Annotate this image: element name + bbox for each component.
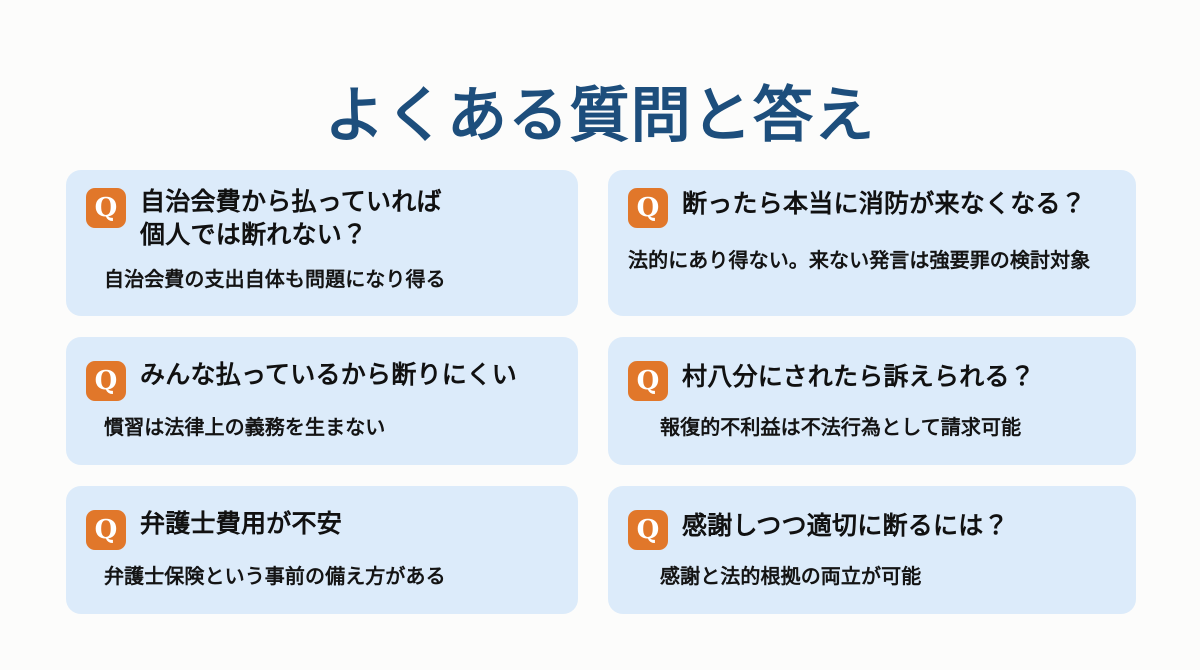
faq-answer-text: 報復的不利益は不法行為として請求可能 [660, 417, 1022, 439]
faq-question-text: 弁護士費用が不安 [140, 508, 342, 541]
faq-card[interactable]: Q 自治会費から払っていれば 個人では断れない？ 自治会費の支出自体も問題になり… [66, 170, 578, 316]
faq-card[interactable]: Q 感謝しつつ適切に断るには？ 感謝と法的根拠の両立が可能 [608, 486, 1136, 614]
page-title: よくある質問と答え [324, 82, 876, 150]
faq-card[interactable]: Q 断ったら本当に消防が来なくなる？ 法的にあり得ない。来ない発言は強要罪の検討… [608, 170, 1136, 316]
page-title-container: よくある質問と答え [0, 44, 1200, 189]
faq-card[interactable]: Q 村八分にされたら訴えられる？ 報復的不利益は不法行為として請求可能 [608, 337, 1136, 465]
faq-question-line: 弁護士費用が不安 [140, 510, 343, 538]
question-badge-icon: Q [86, 510, 126, 550]
faq-question-row: Q 感謝しつつ適切に断るには？ [628, 508, 1116, 550]
faq-question-row: Q 村八分にされたら訴えられる？ [628, 359, 1116, 401]
question-badge-icon: Q [628, 188, 668, 228]
faq-question-line: 断ったら本当に消防が来なくなる？ [682, 190, 1087, 218]
faq-question-text: 断ったら本当に消防が来なくなる？ [682, 186, 1086, 221]
faq-question-row: Q 弁護士費用が不安 [86, 508, 558, 550]
question-badge-icon: Q [86, 361, 126, 401]
faq-answer-text: 弁護士保険という事前の備え方がある [104, 566, 446, 588]
faq-answer-text: 法的にあり得ない。来ない発言は強要罪の検討対象 [628, 250, 1091, 272]
faq-question-line: 村八分にされたら訴えられる？ [682, 363, 1036, 391]
faq-card-grid: Q 自治会費から払っていれば 個人では断れない？ 自治会費の支出自体も問題になり… [66, 170, 1136, 614]
faq-question-text: 感謝しつつ適切に断るには？ [682, 508, 1009, 543]
faq-question-row: Q みんな払っているから断りにくい [86, 359, 558, 401]
faq-question-line: 感謝しつつ適切に断るには？ [682, 512, 1009, 540]
faq-question-text: 村八分にされたら訴えられる？ [682, 359, 1035, 394]
faq-question-text: 自治会費から払っていれば 個人では断れない？ [140, 186, 442, 252]
faq-card[interactable]: Q みんな払っているから断りにくい 慣習は法律上の義務を生まない [66, 337, 578, 465]
faq-answer-text: 自治会費の支出自体も問題になり得る [104, 269, 446, 291]
faq-card[interactable]: Q 弁護士費用が不安 弁護士保険という事前の備え方がある [66, 486, 578, 614]
faq-question-line: 自治会費から払っていれば [140, 188, 442, 216]
faq-question-row: Q 断ったら本当に消防が来なくなる？ [628, 186, 1116, 228]
question-badge-icon: Q [86, 188, 126, 228]
faq-question-text: みんな払っているから断りにくい [140, 359, 517, 392]
faq-question-line: みんな払っているから断りにくい [140, 361, 518, 389]
question-badge-icon: Q [628, 361, 668, 401]
question-badge-icon: Q [628, 510, 668, 550]
faq-question-row: Q 自治会費から払っていれば 個人では断れない？ [86, 186, 558, 252]
faq-answer-text: 慣習は法律上の義務を生まない [104, 417, 386, 439]
faq-answer-text: 感謝と法的根拠の両立が可能 [660, 566, 922, 588]
faq-question-line: 個人では断れない？ [140, 221, 368, 249]
